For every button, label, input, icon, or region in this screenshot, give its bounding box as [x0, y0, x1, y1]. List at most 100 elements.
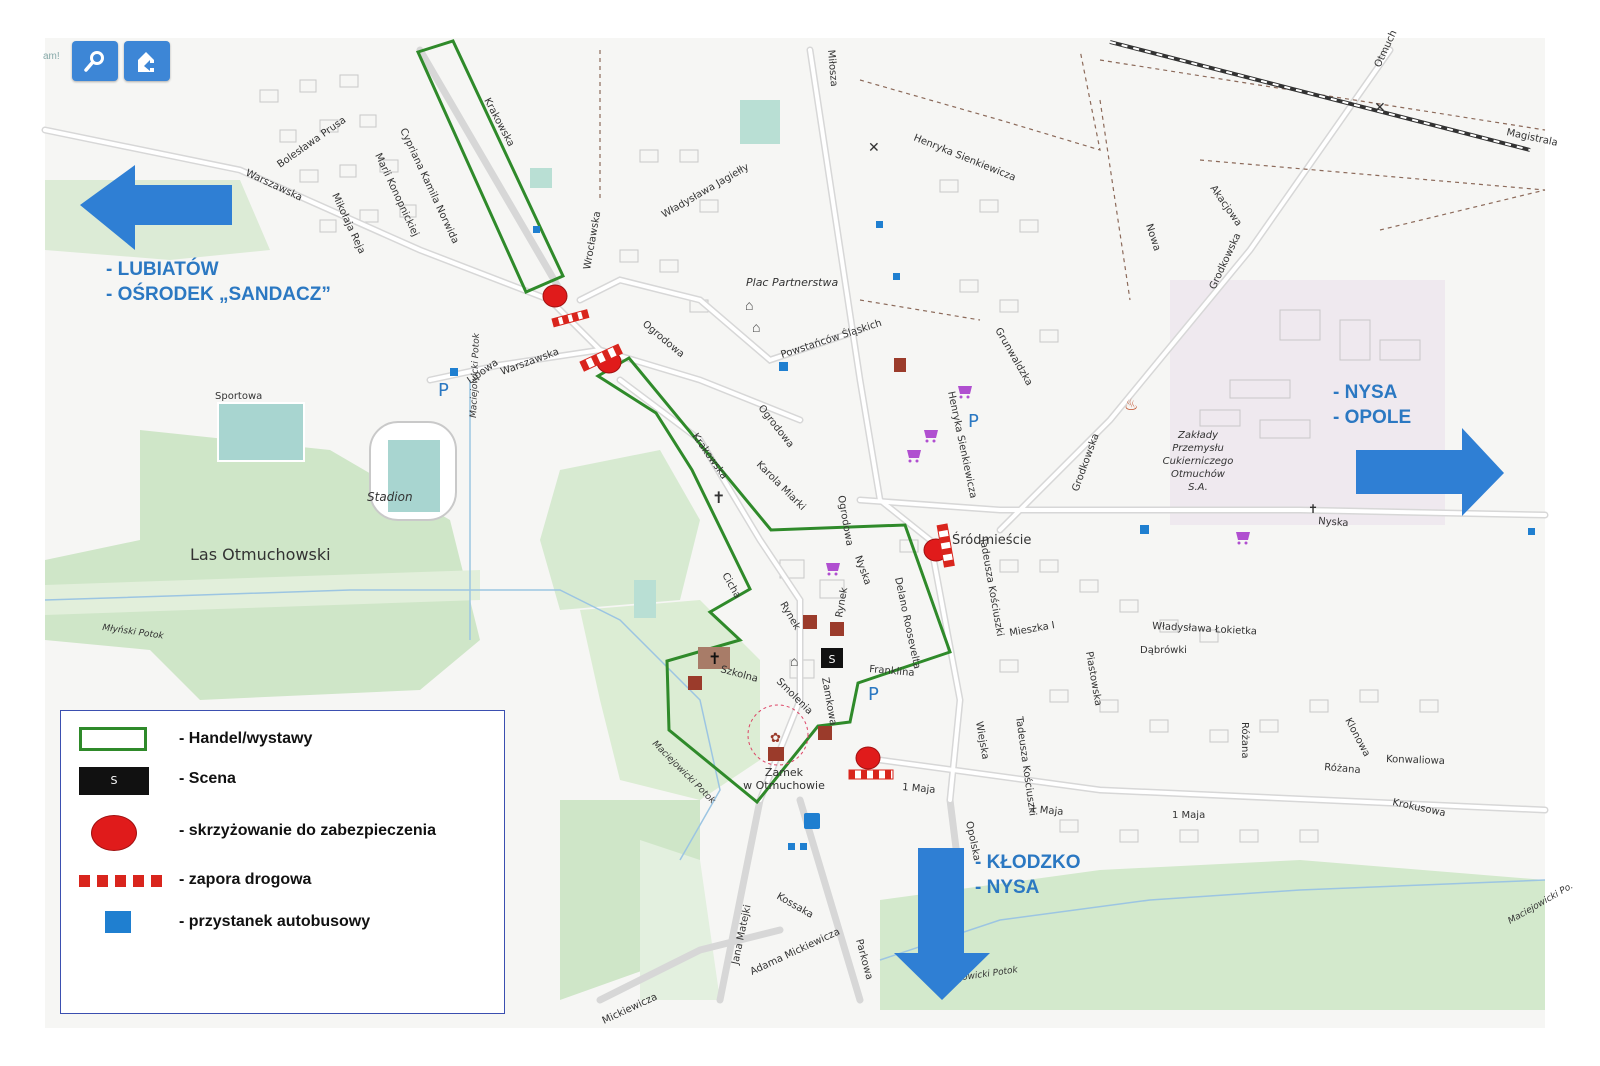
street-label: 1 Maja: [1172, 810, 1205, 821]
legend-item-stage: S - Scena: [61, 767, 504, 807]
destination-opole: - OPOLE: [1333, 407, 1412, 428]
legend-label: - skrzyżowanie do zabezpieczenia: [179, 822, 436, 839]
street-label: 1 Maja: [1030, 804, 1064, 818]
castle-courtyard: [747, 704, 809, 766]
arrow-east-icon: [1356, 428, 1504, 516]
destination-lubiatow: - LUBIATÓW: [106, 259, 219, 280]
trade-zones: [415, 39, 952, 805]
roadblock: [848, 769, 894, 780]
intersections: [542, 284, 949, 770]
street-label: Różana: [1324, 761, 1361, 776]
shop-icon: [907, 450, 921, 463]
pond-3: [530, 168, 552, 188]
legend-label: - zapora drogowa: [179, 871, 312, 888]
building-icon: [894, 358, 906, 372]
place-label: Śródmieście: [952, 532, 1031, 548]
railway: [1109, 40, 1531, 152]
parking-icon: P: [868, 684, 879, 705]
arrow-west-icon: [80, 165, 232, 250]
sports-field: [217, 402, 305, 462]
bus-stops: [450, 221, 1535, 850]
cemetery-icon: ✝: [712, 490, 725, 507]
legend-item-intersection: - skrzyżowanie do zabezpieczenia: [61, 815, 504, 855]
crossing-icon-2: ✕: [1374, 99, 1386, 115]
street-label: Miłosza: [825, 49, 839, 87]
shop-icon: [924, 430, 938, 443]
bus-stop: [1140, 525, 1149, 534]
pond-2: [634, 580, 656, 618]
roadblocks: [551, 309, 955, 780]
place-label: Maciejowicki Potok: [469, 332, 482, 418]
buildings: [259, 74, 1439, 843]
bus-station-icon: [804, 813, 820, 829]
parking-icon: P: [438, 380, 449, 401]
pond: [740, 100, 780, 144]
church-icon: ✝: [708, 651, 721, 668]
bus-stop: [893, 273, 900, 280]
roadblock: [551, 309, 590, 328]
church-building: [698, 647, 730, 669]
museum-icon: [803, 615, 817, 629]
place-label: Las Otmuchowski: [190, 545, 331, 564]
playground-icon: ⌂: [745, 297, 753, 313]
crossing-icon: ✕: [868, 139, 880, 155]
trade-zone-symbol: [79, 727, 147, 751]
roadblock: [579, 343, 623, 372]
intersection-marker: [855, 746, 881, 770]
place-label: Otmuchów: [1171, 468, 1226, 480]
legend-label: - Handel/wystawy: [179, 730, 313, 747]
fire-icon: ♨: [1124, 397, 1138, 414]
search-button[interactable]: [72, 41, 118, 81]
magnifier-icon: [84, 51, 104, 72]
library-icon: [688, 676, 702, 690]
bus-stop: [788, 843, 795, 850]
destination-nysa-east: - NYSA: [1333, 382, 1398, 403]
parking: P P P: [438, 380, 979, 705]
place-label: Przemysłu: [1172, 443, 1224, 454]
legend-item-trade: - Handel/wystawy: [61, 725, 504, 765]
castle-gate-icon: [818, 726, 832, 740]
street-label: Konwaliowa: [1386, 754, 1445, 767]
street-label: Władysława Łokietka: [1152, 621, 1257, 637]
route-icon: [138, 52, 156, 72]
street-label: 1 Maja: [902, 782, 936, 796]
legend-label: - Scena: [179, 770, 236, 787]
playground-icon-2: ⌂: [752, 319, 760, 335]
street-label: Dąbrówki: [1140, 644, 1187, 656]
place-label: S.A.: [1188, 482, 1208, 493]
street-label: Nyska: [1318, 516, 1349, 529]
bus-stop-symbol: [105, 911, 131, 933]
destination-sandacz: - OŚRODEK „SANDACZ”: [106, 284, 331, 305]
bus-stop: [779, 362, 788, 371]
legend-label: - przystanek autobusowy: [179, 913, 371, 930]
destination-klodzko: - KŁODZKO: [975, 852, 1081, 873]
place-label: Cukierniczego: [1163, 456, 1234, 467]
poi-icons: ♨ ✝ ✝ ✝ ✿ ⌂ ⌂ ⌂ ✕ ✕: [688, 99, 1386, 766]
memorial-icon: ⌂: [790, 653, 798, 669]
parking-icon: P: [968, 411, 979, 432]
street-label: Różana: [1239, 722, 1251, 758]
bus-stop: [450, 368, 458, 376]
shop-icon: [1236, 532, 1250, 545]
legend: - Handel/wystawy S - Scena - skrzyżowani…: [60, 710, 505, 1014]
route-button[interactable]: [124, 41, 170, 81]
street-label: Rynek: [834, 586, 850, 618]
shop-icon: [958, 386, 972, 399]
shop-icon: [826, 563, 840, 576]
place-label: Stadion: [367, 490, 413, 504]
castle-icon: [768, 747, 784, 761]
place-label: Zakłady: [1177, 430, 1219, 441]
stage-letter: S: [829, 653, 836, 666]
town-hall-icon: [830, 622, 844, 636]
street-label: Sportowa: [215, 391, 262, 402]
stadium-field: [388, 440, 440, 512]
destination-nysa-south: - NYSA: [975, 877, 1040, 898]
roadblock-symbol: [79, 875, 165, 887]
direction-arrows: [80, 165, 1504, 1000]
flower-icon: ✿: [770, 730, 781, 745]
arrow-south-icon: [894, 848, 990, 1000]
roadblock: [936, 523, 955, 568]
legend-item-bus-stop: - przystanek autobusowy: [61, 911, 504, 951]
bus-stop: [800, 843, 807, 850]
